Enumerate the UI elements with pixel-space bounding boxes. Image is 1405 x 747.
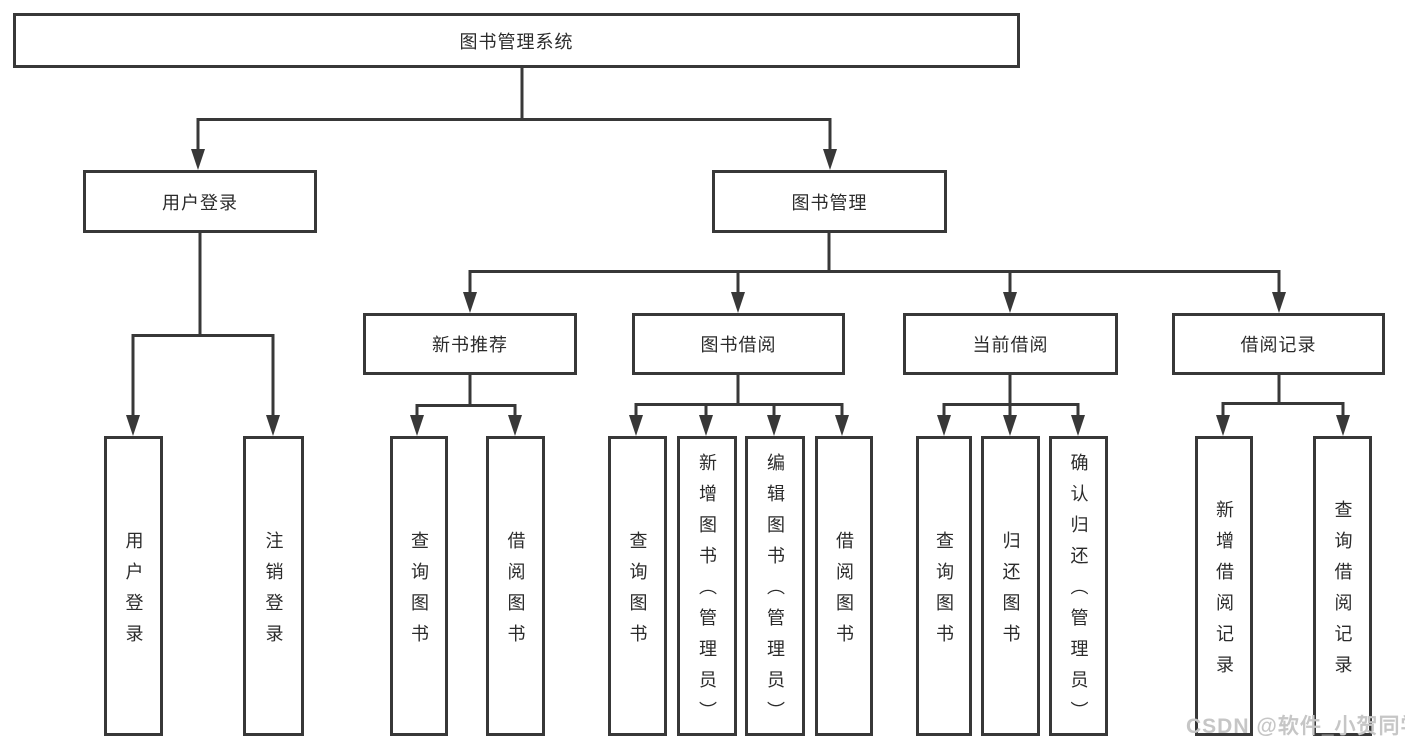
- node-borrow-records: 借阅记录: [1172, 313, 1385, 375]
- leaf-logout-login-label: 注销登录: [263, 530, 284, 655]
- node-root: 图书管理系统: [13, 13, 1020, 68]
- csdn-watermark: CSDN @软件_小贺同学: [1186, 715, 1405, 738]
- node-current-borrowing: 当前借阅: [903, 313, 1118, 375]
- leaf-logout-login: 注销登录: [243, 436, 304, 736]
- leaf-bb-query-books: 查询图书: [608, 436, 667, 736]
- leaf-nb-query-books: 查询图书: [390, 436, 448, 736]
- leaf-cb-confirm-return-admin-label: 确认归还（管理员）: [1068, 453, 1089, 732]
- node-new-book-recommend-label: 新书推荐: [432, 335, 508, 355]
- leaf-nb-query-books-label: 查询图书: [409, 530, 429, 655]
- leaf-bb-add-books-admin: 新增图书（管理员）: [677, 436, 737, 736]
- node-user-login-label: 用户登录: [162, 192, 238, 213]
- leaf-bb-add-books-admin-label: 新增图书（管理员）: [697, 453, 717, 732]
- node-user-login: 用户登录: [83, 170, 317, 233]
- leaf-bb-edit-books-admin-label: 编辑图书（管理员）: [765, 453, 785, 732]
- node-book-borrowing: 图书借阅: [632, 313, 845, 375]
- leaf-bb-borrow-books: 借阅图书: [815, 436, 873, 736]
- leaf-br-add-record: 新增借阅记录: [1195, 436, 1253, 736]
- leaf-cb-return-books-label: 归还图书: [1000, 530, 1021, 655]
- leaf-user-login-label: 用户登录: [123, 530, 144, 655]
- node-book-borrowing-label: 图书借阅: [700, 335, 777, 355]
- leaf-br-add-record-label: 新增借阅记录: [1214, 499, 1234, 686]
- leaf-cb-query-books: 查询图书: [916, 436, 972, 736]
- node-current-borrowing-label: 当前借阅: [972, 335, 1049, 355]
- leaf-nb-borrow-books: 借阅图书: [486, 436, 545, 736]
- leaf-cb-return-books: 归还图书: [981, 436, 1040, 736]
- leaf-br-query-record: 查询借阅记录: [1313, 436, 1372, 736]
- node-book-management-label: 图书管理: [791, 192, 868, 213]
- node-book-management: 图书管理: [712, 170, 947, 233]
- node-borrow-records-label: 借阅记录: [1240, 335, 1317, 355]
- leaf-bb-query-books-label: 查询图书: [627, 530, 648, 655]
- node-root-label: 图书管理系统: [459, 31, 574, 52]
- leaf-bb-edit-books-admin: 编辑图书（管理员）: [745, 436, 805, 736]
- leaf-nb-borrow-books-label: 借阅图书: [505, 530, 526, 655]
- node-new-book-recommend: 新书推荐: [363, 313, 577, 375]
- leaf-br-query-record-label: 查询借阅记录: [1332, 499, 1353, 686]
- leaf-user-login: 用户登录: [104, 436, 163, 736]
- leaf-cb-confirm-return-admin: 确认归还（管理员）: [1049, 436, 1108, 736]
- leaf-bb-borrow-books-label: 借阅图书: [834, 530, 854, 655]
- leaf-cb-query-books-label: 查询图书: [934, 530, 954, 655]
